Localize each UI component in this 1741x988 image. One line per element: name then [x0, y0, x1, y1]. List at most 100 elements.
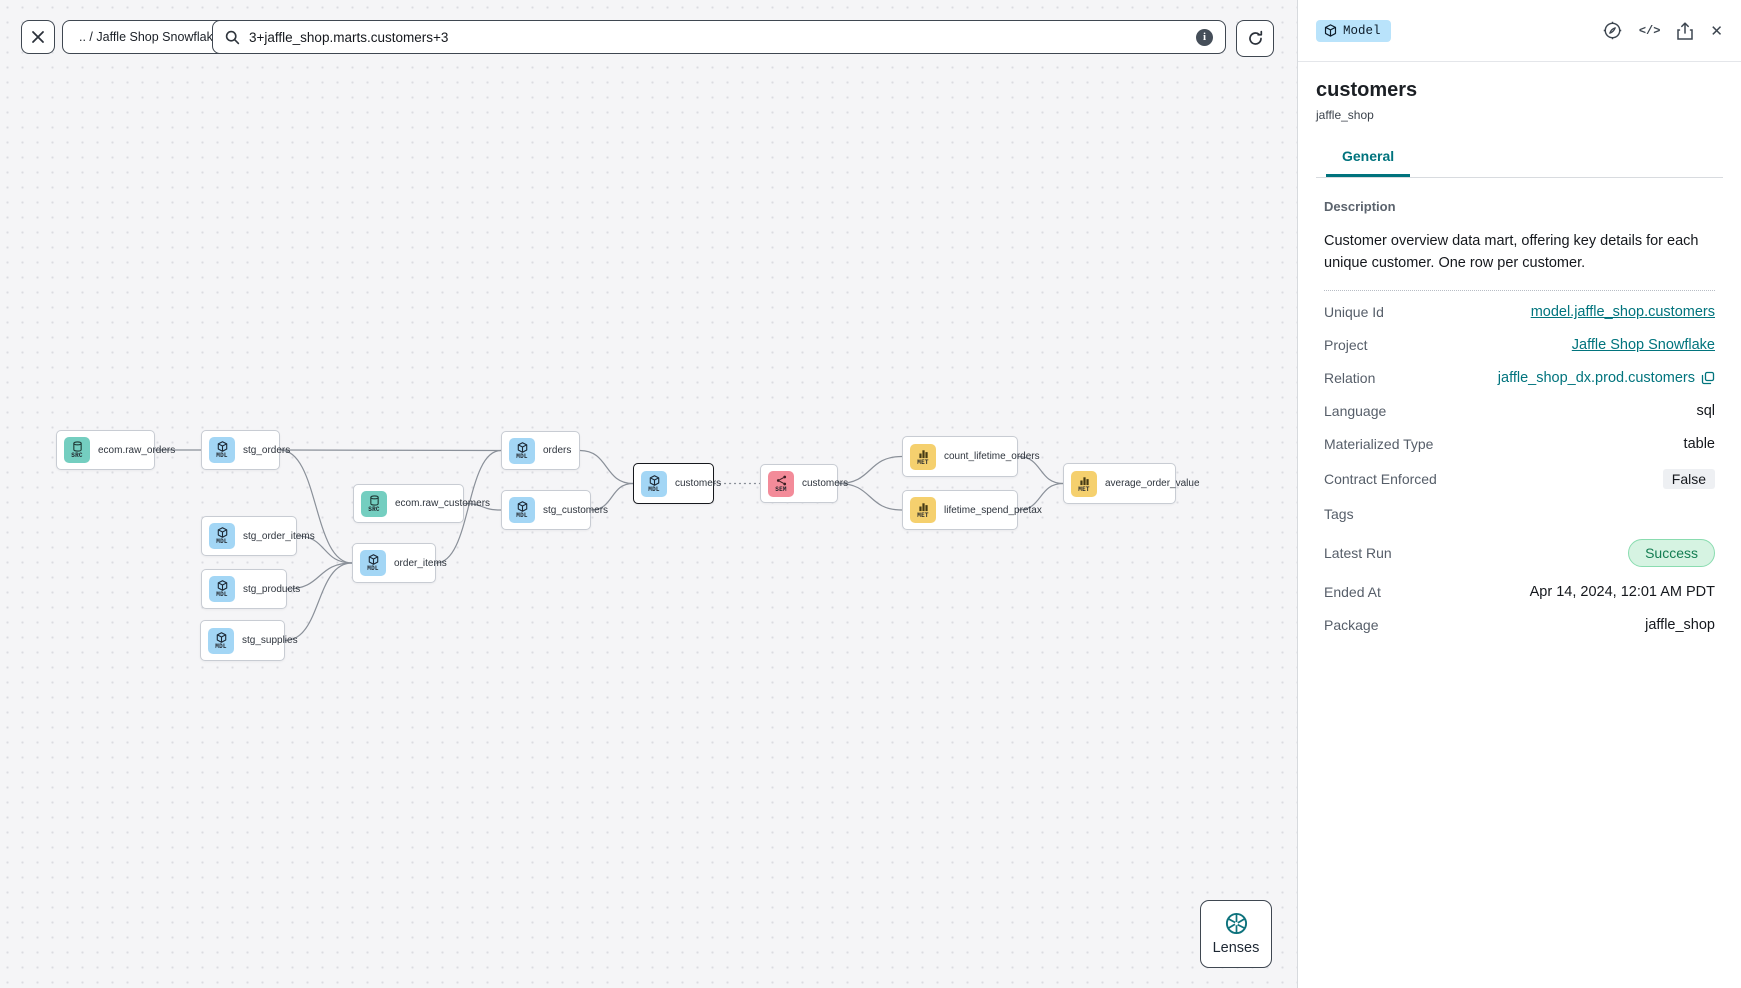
package-subtitle: jaffle_shop	[1316, 108, 1374, 122]
field-value: jaffle_shop_dx.prod.customers	[1498, 370, 1715, 386]
mdl-node-icon: MDL	[208, 627, 234, 654]
graph-node-ecom.raw_customers[interactable]: SRC ecom.raw_customers	[353, 484, 490, 523]
breadcrumb-label: .. / Jaffle Shop Snowflake	[79, 30, 220, 44]
field-value-link[interactable]: model.jaffle_shop.customers	[1530, 304, 1715, 321]
field-value: table	[1683, 436, 1715, 453]
field-value: sql	[1696, 403, 1715, 420]
field-row-project: Project Jaffle Shop Snowflake	[1324, 329, 1715, 362]
info-icon[interactable]: i	[1196, 28, 1213, 46]
sem-node-icon: SEM	[768, 470, 794, 497]
search-input[interactable]	[249, 29, 1187, 45]
field-value: Apr 14, 2024, 12:01 AM PDT	[1529, 584, 1715, 601]
edge-stg_orders-to-orders	[279, 449, 502, 452]
met-node-icon: MET	[910, 497, 936, 523]
mdl-node-icon: MDL	[641, 470, 667, 497]
details-panel: Model </> ✕ customers jaffle_shop	[1297, 0, 1741, 988]
graph-node-orders[interactable]: MDL orders	[501, 431, 580, 470]
graph-node-lifetime_spend_pretax[interactable]: MET lifetime_spend_pretax	[902, 490, 1042, 530]
graph-node-stg_customers[interactable]: MDL stg_customers	[501, 490, 608, 530]
status-badge[interactable]: Success	[1628, 539, 1715, 568]
tab-general[interactable]: General	[1326, 148, 1411, 177]
node-label: stg_products	[243, 583, 301, 595]
close-panel-icon[interactable]: ✕	[1710, 22, 1723, 40]
lenses-label: Lenses	[1212, 940, 1260, 956]
mdl-node-icon: MDL	[509, 497, 535, 523]
lenses-button[interactable]: Lenses	[1200, 900, 1272, 968]
node-label: customers	[675, 478, 722, 489]
explore-lineage-icon[interactable]	[1603, 21, 1622, 40]
graph-node-customers[interactable]: MDL customers	[633, 463, 721, 504]
field-label: Materialized Type	[1324, 436, 1434, 453]
lenses-aperture-icon	[1225, 912, 1247, 935]
search-icon	[225, 30, 240, 44]
node-label: stg_orders	[243, 444, 291, 456]
met-node-icon: MET	[910, 443, 936, 470]
field-label: Unique Id	[1324, 304, 1384, 321]
field-label: Project	[1324, 337, 1368, 354]
node-label: average_order_value	[1105, 478, 1200, 489]
graph-node-ecom.raw_orders[interactable]: SRC ecom.raw_orders	[56, 430, 175, 470]
node-label: customers	[802, 478, 849, 489]
met-node-icon: MET	[1071, 470, 1097, 497]
description-text: Customer overview data mart, offering ke…	[1324, 233, 1699, 272]
panel-header: Model </> ✕	[1298, 0, 1741, 62]
field-label: Relation	[1324, 370, 1376, 387]
close-icon	[32, 31, 44, 43]
mdl-node-icon: MDL	[209, 576, 235, 602]
field-label: Package	[1324, 617, 1379, 634]
graph-node-order_items[interactable]: MDL order_items	[352, 543, 447, 583]
panel-tabs: General	[1316, 148, 1723, 178]
field-row-materialized-type: Materialized Type table	[1324, 428, 1715, 461]
field-value-link[interactable]: Jaffle Shop Snowflake	[1571, 337, 1715, 354]
edge-orders-to-customers	[579, 449, 634, 485]
divider	[1324, 289, 1715, 291]
node-label: stg_order_items	[243, 530, 315, 542]
field-label: Contract Enforced	[1324, 471, 1437, 488]
node-label: ecom.raw_orders	[98, 444, 176, 456]
description-label: Description	[1324, 199, 1396, 214]
field-row-ended-at: Ended At Apr 14, 2024, 12:01 AM PDT	[1324, 576, 1715, 609]
graph-node-stg_products[interactable]: MDL stg_products	[201, 569, 300, 609]
resource-type-badge: Model	[1316, 19, 1391, 42]
field-label: Tags	[1324, 506, 1354, 523]
src-node-icon: SRC	[361, 490, 387, 517]
graph-node-stg_order_items[interactable]: MDL stg_order_items	[201, 516, 315, 556]
graph-node-average_order_value[interactable]: MET average_order_value	[1063, 463, 1200, 504]
field-label: Latest Run	[1324, 545, 1392, 562]
graph-node-count_lifetime_orders[interactable]: MET count_lifetime_orders	[902, 436, 1040, 477]
cube-icon	[1324, 24, 1337, 37]
copy-icon[interactable]	[1701, 371, 1715, 385]
lineage-search: i	[212, 20, 1226, 54]
refresh-button[interactable]	[1236, 20, 1274, 57]
code-icon[interactable]: </>	[1638, 23, 1661, 38]
close-lineage-button[interactable]	[21, 20, 55, 54]
field-row-contract-enforced: Contract Enforced False	[1324, 461, 1715, 498]
field-label: Language	[1324, 403, 1387, 420]
node-label: orders	[543, 445, 572, 456]
mdl-node-icon: MDL	[209, 437, 235, 463]
edge-stg_supplies-to-order_items	[284, 562, 353, 642]
node-label: stg_customers	[543, 504, 609, 516]
node-label: ecom.raw_customers	[395, 498, 491, 509]
mdl-node-icon: MDL	[360, 550, 386, 576]
graph-node-stg_supplies[interactable]: MDL stg_supplies	[200, 620, 298, 661]
field-row-language: Language sql	[1324, 395, 1715, 428]
graph-node-stg_orders[interactable]: MDL stg_orders	[201, 430, 290, 470]
breadcrumb[interactable]: .. / Jaffle Shop Snowflake	[62, 20, 237, 54]
page-title: customers	[1316, 79, 1418, 101]
field-row-unique-id: Unique Id model.jaffle_shop.customers	[1324, 296, 1715, 329]
field-label: Ended At	[1324, 584, 1381, 601]
node-label: lifetime_spend_pretax	[944, 504, 1042, 516]
field-row-latest-run: Latest Run Success	[1324, 531, 1715, 576]
status-badge: False	[1662, 469, 1715, 490]
node-label: order_items	[394, 557, 447, 569]
mdl-node-icon: MDL	[509, 437, 535, 464]
graph-node-customers_sem[interactable]: SEM customers	[760, 464, 848, 503]
field-row-tags: Tags	[1324, 498, 1715, 531]
share-icon[interactable]	[1677, 21, 1694, 40]
refresh-icon	[1248, 30, 1262, 45]
src-node-icon: SRC	[64, 437, 90, 463]
